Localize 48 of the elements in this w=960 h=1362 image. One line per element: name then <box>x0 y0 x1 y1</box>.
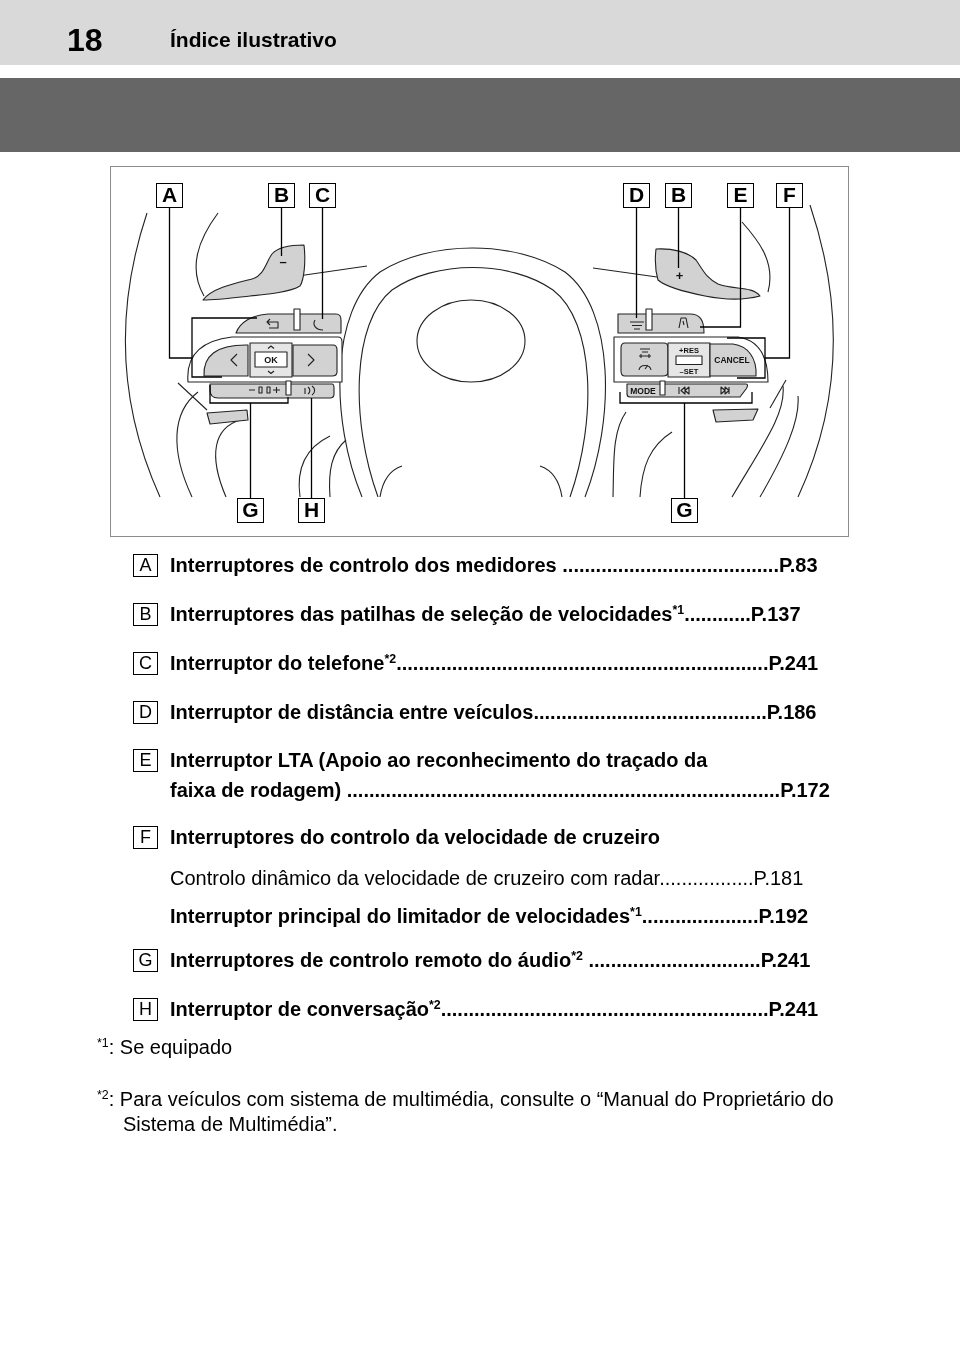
callout-letter: B <box>268 183 295 208</box>
leader-line <box>699 207 742 328</box>
callout-letter: G <box>133 948 158 972</box>
callout-letter: A <box>133 553 158 577</box>
callout-letter: B <box>133 602 158 626</box>
index-entry: Interruptor de conversação$^{*2}$...........................................................P.241 <box>170 996 819 1022</box>
callout-letter: H <box>298 498 325 523</box>
bracket-line <box>209 384 289 404</box>
callout-letter: H <box>133 997 158 1021</box>
callout-letter: G <box>237 498 264 523</box>
paddle-marking: + <box>675 268 684 283</box>
callout-letter: F <box>133 825 158 849</box>
callout-letter: D <box>623 183 650 208</box>
bracket-line <box>191 317 258 378</box>
leader-line <box>280 207 283 257</box>
index-entry: Interruptores das patilhas de seleção de velocidades$^{*1}$............P.137 <box>170 601 801 627</box>
index-entry: Interruptor principal do limitador de velocidades$^{*1}$.....................P.192 <box>170 903 809 929</box>
leader-line <box>764 207 791 359</box>
callout-letter: G <box>671 498 698 523</box>
leader-line <box>310 397 313 499</box>
leader-line <box>635 207 638 319</box>
footnote: $^{*2}$: Para veículos com sistema de multimédia, consulte o “Manual do Proprietário do Sistema de Multimédia”. <box>97 1087 835 1137</box>
index-entry: Controlo dinâmico da velocidade de cruzeiro com radar.................P.181 <box>170 866 804 891</box>
callout-letter: E <box>133 748 158 772</box>
leader-line <box>321 207 324 320</box>
callout-letter: C <box>133 651 158 675</box>
footnote: $^{*1}$: Se equipado <box>97 1034 234 1060</box>
paddle-marking: – <box>279 254 287 269</box>
button-label: MODE <box>630 386 656 396</box>
index-entry: Interruptores de controlo remoto do áudio$^{*2}$ ...............................P.241 <box>170 947 811 973</box>
index-entry: Interruptores do controlo da velocidade de cruzeiro <box>170 825 661 850</box>
callout-letter: B <box>665 183 692 208</box>
leader-line <box>683 402 686 499</box>
callout-letter: C <box>309 183 336 208</box>
page-number: 18 <box>67 22 103 58</box>
callout-letter: F <box>776 183 803 208</box>
index-entry: Interruptores de controlo dos medidores .......................................P.83 <box>170 553 818 578</box>
leader-line <box>677 207 680 269</box>
index-entry: Interruptor LTA (Apoio ao reconhecimento do traçado da faixa de rodagem) ..............................................................................P.172 <box>170 748 831 803</box>
button-label: CANCEL <box>714 355 750 365</box>
callout-letter: E <box>727 183 754 208</box>
index-entry: Interruptor de distância entre veículos..........................................P.186 <box>170 700 817 725</box>
callout-letter: D <box>133 700 158 724</box>
button-label: OK <box>264 355 278 365</box>
index-entry: Interruptor do telefone$^{*2}$...................................................................P.241 <box>170 650 819 676</box>
callout-letter: A <box>156 183 183 208</box>
leader-line <box>249 402 252 499</box>
page-title: Índice ilustrativo <box>170 28 337 52</box>
